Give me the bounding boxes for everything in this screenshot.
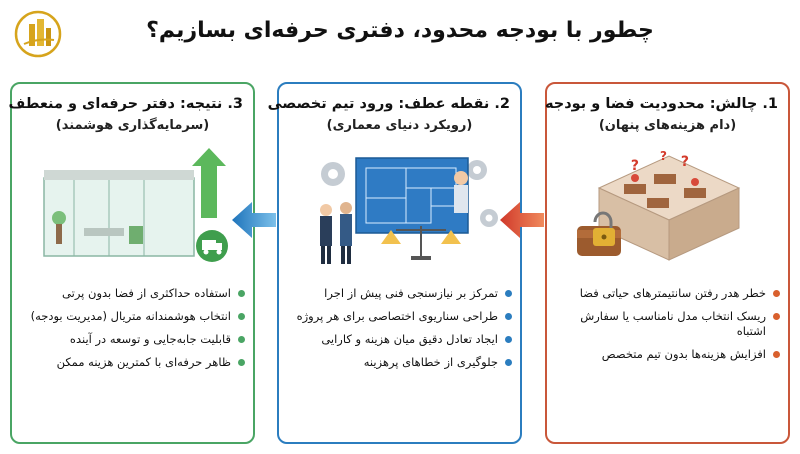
list-item: ایجاد تعادل دقیق میان هزینه و کارایی [285,332,512,347]
list-item: افزایش هزینه‌ها بدون تیم متخصص [553,347,780,362]
turning-point-card: 2. نقطه عطف: ورود تیم تخصصی (رویکرد دنیا… [267,82,522,444]
list-item: استفاده حداکثری از فضا بدون پرتی [18,286,245,301]
glass-office-growth-icon [43,148,228,262]
list-item: ریسک انتخاب مدل نامناسب یا سفارش اشتباه [553,309,780,339]
card-title: 1. چالش: محدودیت فضا و بودجه [545,96,778,112]
left-arrow-icon [232,202,276,238]
list-item: جلوگیری از خطاهای پرهزینه [285,355,512,370]
svg-text:?: ? [631,158,639,174]
list-item: انتخاب هوشمندانه متریال (مدیریت بودجه) [18,309,245,324]
card-subtitle: (رویکرد دنیای معماری) [326,118,473,133]
card-title: 3. نتیجه: دفتر حرفه‌ای و منعطف [8,96,243,112]
list-item: خطر هدر رفتن سانتیمترهای حیاتی فضا [553,286,780,301]
cramped-office-lock-icon: ? ? ? [577,149,741,261]
list-item: قابلیت جابه‌جایی و توسعه در آینده [18,332,245,347]
list-item: ظاهر حرفه‌ای با کمترین هزینه ممکن [18,355,245,370]
result-card: 3. نتیجه: دفتر حرفه‌ای و منعطف (سرمایه‌گ… [8,82,255,444]
svg-text:?: ? [660,149,667,163]
card-title: 2. نقطه عطف: ورود تیم تخصصی [267,96,510,112]
card-subtitle: (دام هزینه‌های پنهان) [598,118,737,133]
approach-list: تمرکز بر نیازسنجی فنی پیش از اجرا طراحی … [285,286,512,378]
building-logo-icon [14,10,62,58]
challenge-list: خطر هدر رفتن سانتیمترهای حیاتی فضا ریسک … [553,286,780,370]
list-item: تمرکز بر نیازسنجی فنی پیش از اجرا [285,286,512,301]
list-item: طراحی سناریوی اختصاصی برای هر پروژه [285,309,512,324]
challenge-card: 1. چالش: محدودیت فضا و بودجه (دام هزینه‌… [545,82,790,444]
architect-team-blueprint-icon [320,157,498,264]
benefit-list: استفاده حداکثری از فضا بدون پرتی انتخاب … [18,286,245,378]
page-title: چطور با بودجه محدود، دفتری حرفه‌ای بسازی… [146,18,654,43]
card-subtitle: (سرمایه‌گذاری هوشمند) [55,118,210,133]
left-arrow-icon [500,202,544,238]
svg-text:?: ? [681,154,689,170]
